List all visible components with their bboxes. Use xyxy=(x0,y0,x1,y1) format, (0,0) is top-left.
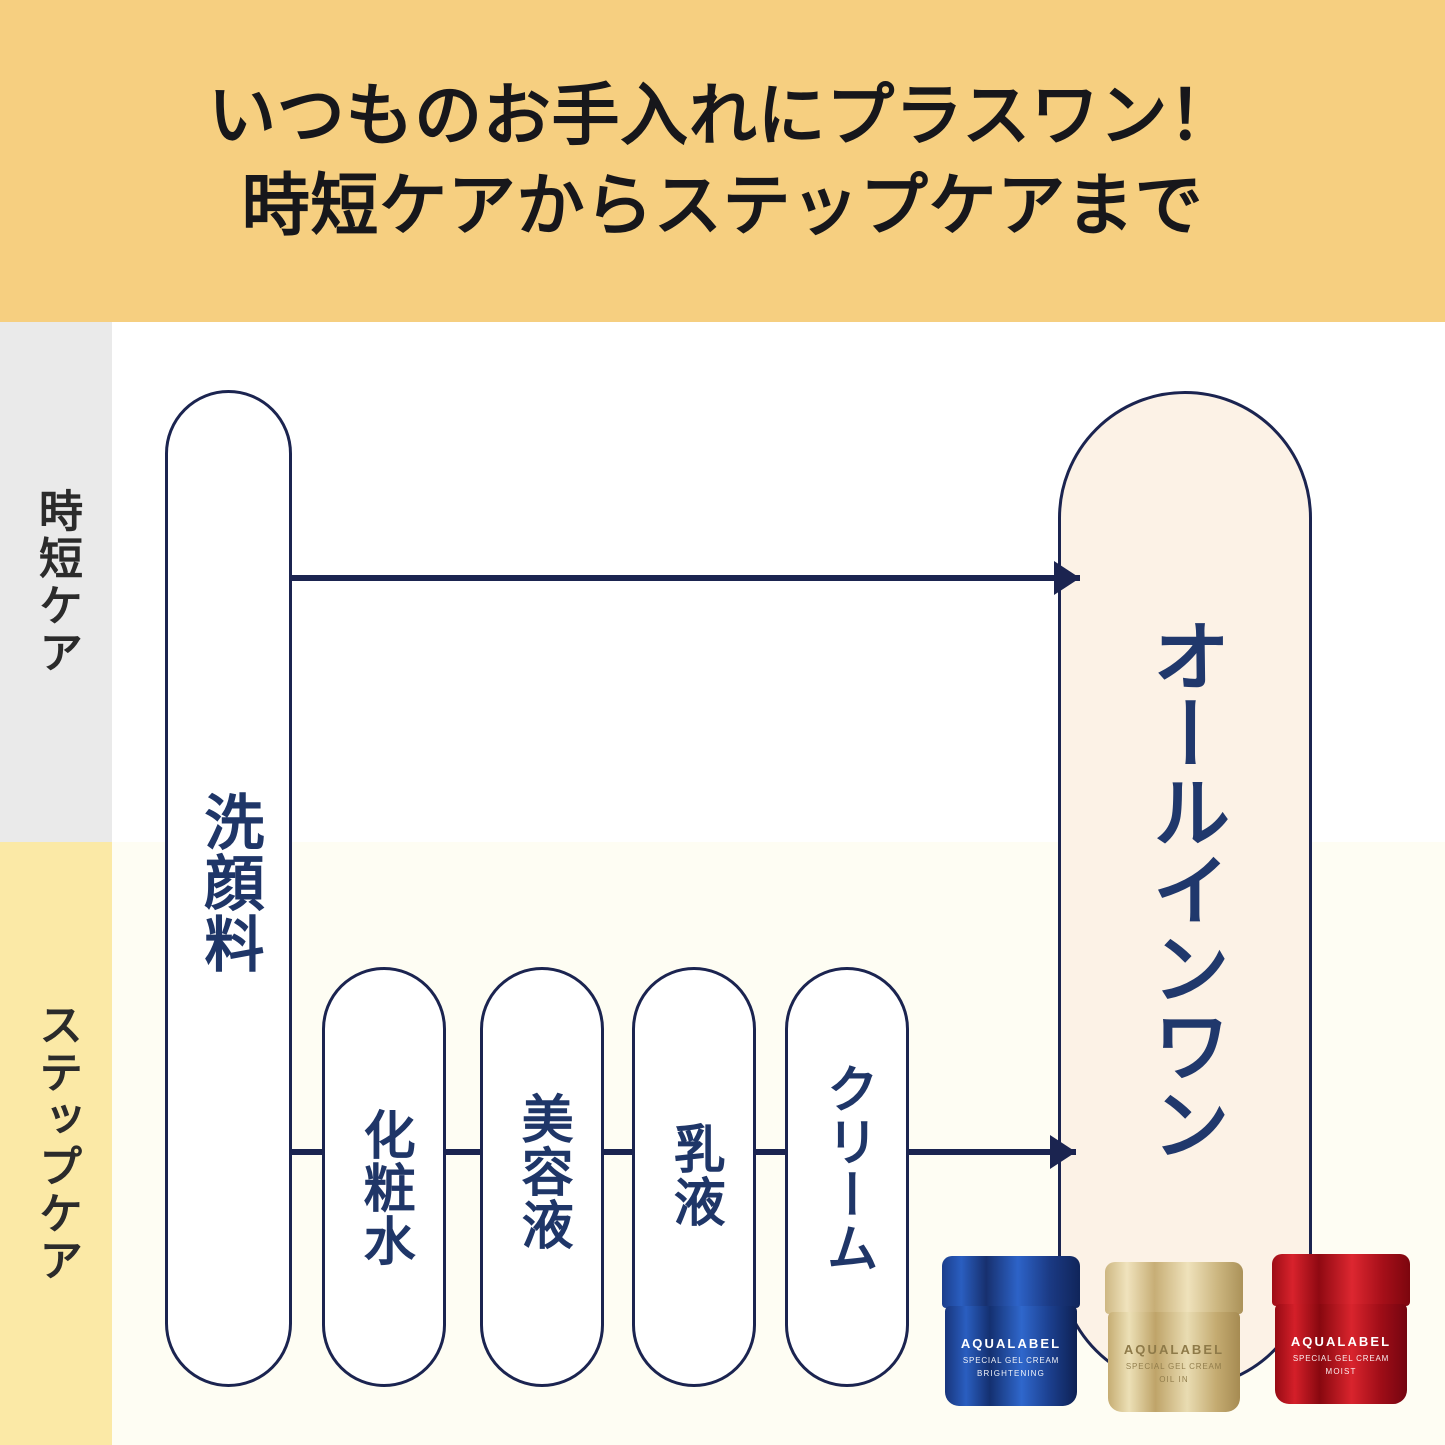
rail-label-quick-care: 時短ケア xyxy=(32,487,81,677)
pill-lotion: 化粧水 xyxy=(322,967,446,1387)
connector-emulsion-to-cream xyxy=(755,1149,787,1155)
pill-serum: 美容液 xyxy=(480,967,604,1387)
pill-cream-label: クリーム xyxy=(818,1062,877,1275)
jar-lid xyxy=(1272,1254,1410,1306)
rail-segment-quick-care: 時短ケア xyxy=(0,322,112,842)
jar-body xyxy=(1275,1304,1407,1404)
rail-label-step-care: ステップケア xyxy=(32,1002,81,1285)
arrow-quick-care-head-icon xyxy=(1054,561,1080,595)
jar-body xyxy=(945,1306,1077,1406)
pill-all-in-one: オールインワン xyxy=(1058,391,1312,1387)
product-jar-group: AQUALABEL SPECIAL GEL CREAM BRIGHTENING … xyxy=(942,1252,1442,1412)
jar-body xyxy=(1108,1312,1240,1412)
diagram-stage: オールインワン 洗顔料 化粧水 美容液 乳液 クリーム xyxy=(112,322,1445,1445)
connector-cream-to-all-in-one xyxy=(908,1149,1076,1155)
header-headline-line-1: いつものお手入れにプラスワン！ xyxy=(208,77,1237,154)
pill-cleanser: 洗顔料 xyxy=(165,390,292,1387)
pill-cream: クリーム xyxy=(785,967,909,1387)
arrow-step-care-head-icon xyxy=(1050,1135,1076,1169)
connector-serum-to-emulsion xyxy=(602,1149,634,1155)
header-headline-line-2: 時短ケアからステップケアまで xyxy=(241,168,1204,244)
pill-lotion-label: 化粧水 xyxy=(355,1108,414,1268)
jar-lid xyxy=(1105,1262,1243,1314)
pill-all-in-one-label: オールインワン xyxy=(1141,616,1230,1162)
connector-cleanser-to-lotion xyxy=(290,1149,324,1155)
connector-lotion-to-serum xyxy=(444,1149,482,1155)
product-jar-oil-in: AQUALABEL SPECIAL GEL CREAM OIL IN xyxy=(1105,1262,1243,1414)
category-rail: 時短ケア ステップケア xyxy=(0,322,112,1445)
pill-emulsion-label: 乳液 xyxy=(665,1122,724,1229)
arrow-quick-care-line xyxy=(290,575,1080,581)
pill-cleanser-label: 洗顔料 xyxy=(195,791,263,975)
product-jar-moist: AQUALABEL SPECIAL GEL CREAM MOIST xyxy=(1272,1254,1410,1406)
jar-lid xyxy=(942,1256,1080,1308)
product-jar-brightening: AQUALABEL SPECIAL GEL CREAM BRIGHTENING xyxy=(942,1256,1080,1408)
rail-segment-step-care: ステップケア xyxy=(0,842,112,1445)
pill-serum-label: 美容液 xyxy=(513,1092,572,1252)
pill-emulsion: 乳液 xyxy=(632,967,756,1387)
header-banner: いつものお手入れにプラスワン！ 時短ケアからステップケアまで xyxy=(0,0,1445,322)
